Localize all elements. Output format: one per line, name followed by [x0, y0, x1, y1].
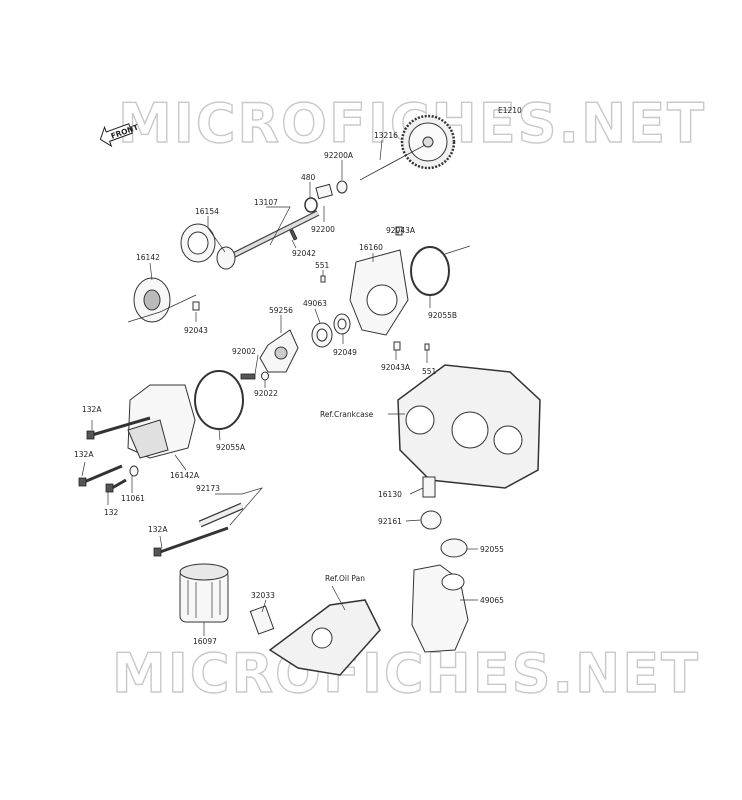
- oil-pan: [268, 599, 381, 676]
- dowel-551-top: [320, 275, 326, 283]
- label-92200[interactable]: 92200: [311, 225, 335, 234]
- label-16142[interactable]: 16142: [136, 253, 160, 262]
- leader-lines: [81, 139, 478, 636]
- outer-rotor-16154: [180, 223, 236, 270]
- label-49065[interactable]: 49065: [480, 596, 504, 605]
- bolt-132a-1: [86, 416, 151, 440]
- label-551-top[interactable]: 551: [315, 261, 330, 270]
- diagram-code: E1210: [498, 106, 522, 115]
- pipe-32033: [249, 605, 275, 635]
- pump-cover-16142: [133, 277, 171, 323]
- label-92002[interactable]: 92002: [232, 347, 256, 356]
- label-16097[interactable]: 16097: [193, 637, 217, 646]
- crankcase: [397, 364, 541, 489]
- label-132[interactable]: 132: [104, 508, 119, 517]
- label-132a-3[interactable]: 132A: [148, 525, 168, 534]
- bolt-132a-3: [153, 526, 229, 557]
- label-92055b[interactable]: 92055B: [428, 311, 457, 320]
- dowel-551-bottom: [424, 343, 430, 351]
- label-92055a[interactable]: 92055A: [216, 443, 246, 452]
- label-16154[interactable]: 16154: [195, 207, 219, 216]
- label-480[interactable]: 480: [301, 173, 316, 182]
- fitting-16130: [422, 476, 436, 498]
- label-16130[interactable]: 16130: [378, 490, 402, 499]
- ref-crankcase: Ref.Crankcase: [320, 410, 374, 419]
- ref-oil-pan: Ref.Oil Pan: [325, 574, 365, 583]
- dowel-92043a-top: [395, 226, 403, 236]
- o-ring-92055b: [410, 246, 450, 296]
- label-92055[interactable]: 92055: [480, 545, 504, 554]
- washer-92022: [261, 371, 269, 381]
- label-11061[interactable]: 11061: [121, 494, 145, 503]
- label-551-bottom[interactable]: 551: [422, 367, 437, 376]
- label-92173[interactable]: 92173: [196, 484, 220, 493]
- pin-92042: [289, 229, 298, 241]
- label-92161[interactable]: 92161: [378, 517, 402, 526]
- o-ring-92055a: [194, 370, 244, 430]
- pump-body-16160: [349, 249, 409, 336]
- oil-filter-16097: [179, 563, 229, 623]
- watermark-bottom: MICROFICHES.NET: [112, 642, 700, 705]
- label-49063[interactable]: 49063: [303, 299, 327, 308]
- seal-49063: [311, 322, 333, 348]
- circlip-480: [304, 197, 318, 213]
- label-32033[interactable]: 32033: [251, 591, 275, 600]
- washer-92200a: [336, 180, 348, 194]
- label-59256[interactable]: 59256: [269, 306, 293, 315]
- label-92200a[interactable]: 92200A: [324, 151, 354, 160]
- o-ring-92055: [440, 538, 468, 558]
- label-132a-1[interactable]: 132A: [82, 405, 102, 414]
- label-92022[interactable]: 92022: [254, 389, 278, 398]
- hose-92173: [198, 502, 244, 528]
- part-labels: 13216 92200A 480 92200 13107 16154 92042…: [74, 131, 504, 646]
- label-92043a-top[interactable]: 92043A: [386, 226, 416, 235]
- label-92049[interactable]: 92049: [333, 348, 357, 357]
- bolt-132: [105, 478, 127, 493]
- label-13107[interactable]: 13107: [254, 198, 278, 207]
- label-13216[interactable]: 13216: [374, 131, 398, 140]
- label-92043a-bottom[interactable]: 92043A: [381, 363, 411, 372]
- bolt-92002: [240, 373, 256, 380]
- oil-strainer-49065: [411, 564, 469, 653]
- seal-92049: [333, 313, 351, 335]
- pump-cover-16142a: [127, 384, 196, 459]
- bolt-132a-2: [78, 464, 123, 487]
- dowel-92043a-bottom: [393, 341, 401, 351]
- dowel-92043: [192, 301, 200, 311]
- impeller-59256: [259, 329, 299, 373]
- label-92042[interactable]: 92042: [292, 249, 316, 258]
- plate-92200: [315, 183, 333, 200]
- label-16142a[interactable]: 16142A: [170, 471, 200, 480]
- label-92043[interactable]: 92043: [184, 326, 208, 335]
- washer-11061: [129, 465, 139, 477]
- collar-92161: [420, 510, 442, 530]
- label-132a-2[interactable]: 132A: [74, 450, 94, 459]
- oil-pump-gear: [359, 114, 456, 181]
- label-16160[interactable]: 16160: [359, 243, 383, 252]
